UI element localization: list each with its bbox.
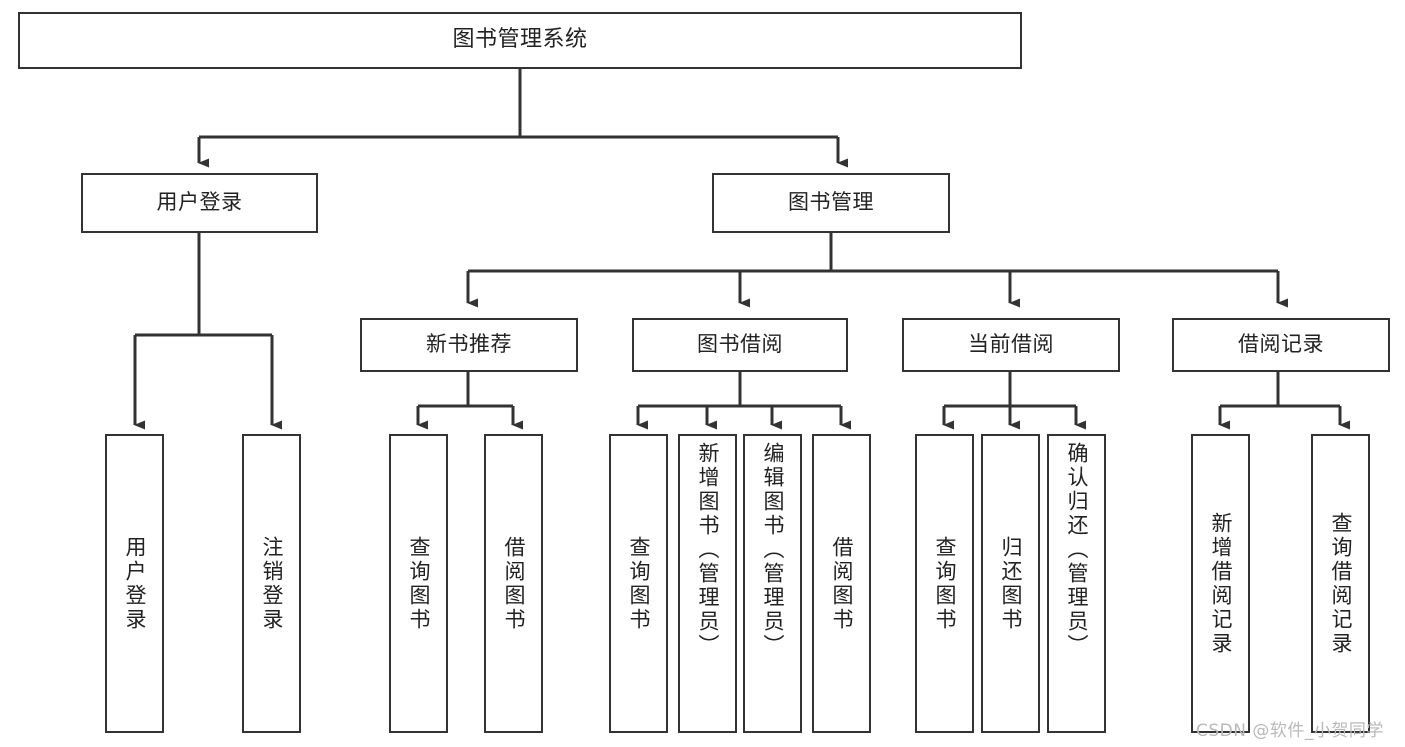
node-label: 当前借阅 bbox=[968, 332, 1054, 357]
node-user-login[interactable]: 用户登录 bbox=[81, 173, 318, 233]
node-label: 新书推荐 bbox=[426, 332, 512, 357]
node-label: 用户登录 bbox=[156, 190, 243, 215]
leaf-query-book-current[interactable]: 查询图书 bbox=[915, 434, 974, 733]
node-label: 新增借阅记录 bbox=[1209, 511, 1233, 656]
leaf-query-borrow-record[interactable]: 查询借阅记录 bbox=[1311, 434, 1370, 733]
leaf-query-book-borrow[interactable]: 查询图书 bbox=[609, 434, 668, 733]
leaf-edit-book[interactable]: 编辑图书（管理员） bbox=[743, 434, 802, 733]
node-label: 注销登录 bbox=[260, 535, 284, 632]
leaf-return-book[interactable]: 归还图书 bbox=[981, 434, 1040, 733]
leaf-user-logout[interactable]: 注销登录 bbox=[242, 434, 301, 733]
node-label: 图书管理 bbox=[788, 190, 874, 215]
leaf-borrow-book[interactable]: 借阅图书 bbox=[812, 434, 871, 733]
node-label: 图书借阅 bbox=[697, 332, 783, 357]
node-book-management[interactable]: 图书管理 bbox=[712, 173, 950, 233]
leaf-add-borrow-record[interactable]: 新增借阅记录 bbox=[1191, 434, 1250, 733]
node-label: 查询借阅记录 bbox=[1329, 511, 1353, 656]
node-label: 归还图书 bbox=[999, 535, 1023, 632]
node-root-system[interactable]: 图书管理系统 bbox=[18, 12, 1022, 69]
leaf-user-login[interactable]: 用户登录 bbox=[105, 434, 164, 733]
csdn-watermark: CSDN @软件_小贺同学 bbox=[1196, 721, 1384, 741]
leaf-confirm-return[interactable]: 确认归还（管理员） bbox=[1047, 434, 1106, 733]
node-label: 查询图书 bbox=[627, 535, 651, 632]
node-label: 图书管理系统 bbox=[452, 27, 588, 53]
leaf-borrow-book-recommend[interactable]: 借阅图书 bbox=[484, 434, 543, 733]
node-book-borrow[interactable]: 图书借阅 bbox=[632, 318, 848, 372]
node-borrow-record[interactable]: 借阅记录 bbox=[1172, 318, 1390, 372]
node-label: 借阅图书 bbox=[502, 535, 526, 632]
node-label: 用户登录 bbox=[123, 535, 147, 632]
leaf-add-book[interactable]: 新增图书（管理员） bbox=[678, 434, 737, 733]
node-new-book-recommend[interactable]: 新书推荐 bbox=[360, 318, 578, 372]
node-label: 新增图书（管理员） bbox=[696, 442, 720, 658]
node-current-borrow[interactable]: 当前借阅 bbox=[902, 318, 1120, 372]
node-label: 查询图书 bbox=[407, 535, 431, 632]
leaf-query-book-recommend[interactable]: 查询图书 bbox=[389, 434, 448, 733]
node-label: 确认归还（管理员） bbox=[1065, 442, 1089, 658]
node-label: 查询图书 bbox=[933, 535, 957, 632]
node-label: 编辑图书（管理员） bbox=[761, 442, 785, 658]
node-label: 借阅记录 bbox=[1238, 332, 1324, 357]
node-label: 借阅图书 bbox=[830, 535, 854, 632]
